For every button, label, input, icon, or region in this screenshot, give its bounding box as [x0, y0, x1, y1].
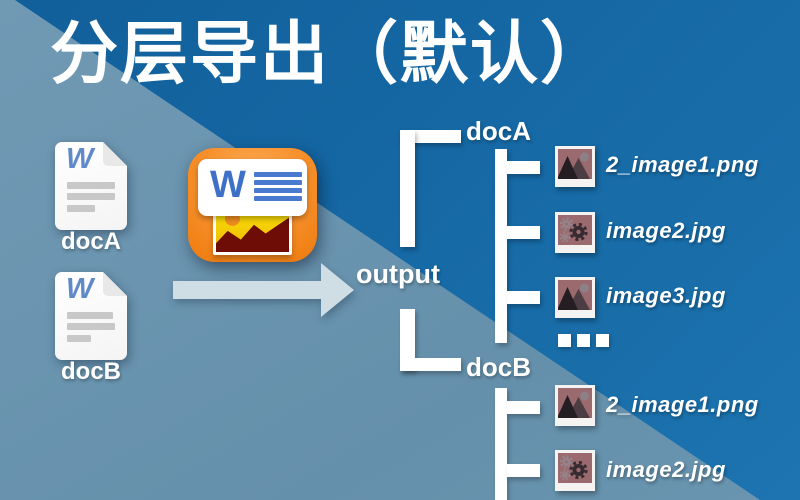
text-line	[254, 196, 302, 201]
gears-photo-icon	[555, 450, 595, 491]
word-w-letter: W	[210, 164, 246, 206]
file-name: image2.jpg	[606, 457, 726, 482]
tree-branch-line	[507, 226, 540, 239]
mountain-photo-icon	[555, 385, 595, 426]
tree-branch-line	[507, 464, 540, 477]
text-line	[67, 323, 115, 330]
file-name: 2_image1.png	[606, 152, 759, 177]
source-doc-b-label: docB	[61, 358, 121, 385]
tree-branch-line	[400, 358, 461, 371]
folded-corner-icon	[103, 272, 127, 296]
text-line	[67, 335, 91, 342]
source-doc-b-icon: W	[55, 272, 127, 360]
output-root-label: output	[356, 259, 440, 289]
text-line	[254, 188, 302, 193]
folded-corner-icon	[103, 142, 127, 166]
source-doc-a-label: docA	[61, 228, 121, 255]
mountain-photo-icon	[555, 146, 595, 187]
text-line	[254, 180, 302, 185]
tree-branch-line	[507, 291, 540, 304]
source-doc-a-icon: W	[55, 142, 127, 230]
text-line	[254, 172, 302, 177]
tree-branch-line	[495, 388, 507, 500]
tree-branch-line	[400, 130, 461, 143]
mountain-photo-icon	[555, 277, 595, 318]
word-image-export-app-icon: W	[188, 148, 317, 262]
word-w-letter: W	[66, 143, 94, 175]
page-title: 分层导出（默认）	[50, 16, 611, 92]
tree-branch-line	[507, 401, 540, 414]
file-name: image2.jpg	[606, 218, 726, 243]
gears-photo-icon	[555, 212, 595, 253]
tree-branch-line	[507, 161, 540, 174]
folder-docb-label: docB	[466, 352, 531, 382]
text-line	[67, 193, 115, 200]
text-line	[67, 205, 95, 212]
file-name: image3.jpg	[606, 283, 726, 308]
word-document-card: W	[198, 159, 307, 216]
text-line	[67, 312, 113, 319]
tree-branch-line	[400, 309, 415, 371]
right-arrow-icon	[173, 263, 354, 317]
folder-doca-label: docA	[466, 116, 531, 146]
tree-branch-line	[400, 130, 415, 247]
file-name: 2_image1.png	[606, 392, 759, 417]
tree-branch-line	[495, 149, 507, 343]
text-line	[67, 182, 115, 189]
word-w-letter: W	[66, 273, 94, 305]
